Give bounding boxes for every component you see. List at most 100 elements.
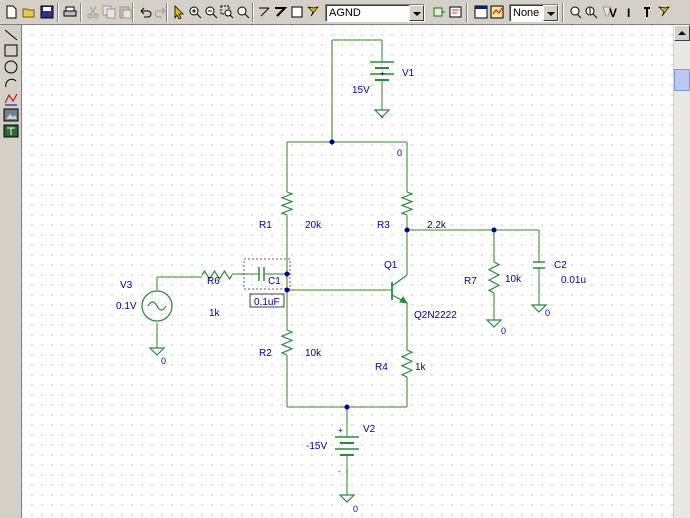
q1-collector xyxy=(391,274,408,287)
print-icon[interactable] xyxy=(61,3,79,21)
toolbar-separator xyxy=(466,3,468,22)
r6-reference[interactable]: R6 xyxy=(207,276,220,287)
r7-reference[interactable]: R7 xyxy=(464,276,477,287)
open-folder-icon[interactable] xyxy=(20,3,38,21)
r4-value[interactable]: 1k xyxy=(415,362,427,373)
help-icon[interactable] xyxy=(655,3,673,21)
place-picture-icon[interactable] xyxy=(3,107,19,123)
current-marker-icon[interactable]: I xyxy=(621,3,637,21)
copy-icon[interactable] xyxy=(100,3,118,21)
v3-ground-label: 0 xyxy=(161,356,166,366)
draw-polyline-icon[interactable] xyxy=(3,91,19,107)
zoom-in-icon[interactable] xyxy=(186,3,204,21)
undo-icon[interactable] xyxy=(136,3,154,21)
paste-icon[interactable] xyxy=(116,3,134,21)
junction-dot xyxy=(284,271,290,277)
r3-value[interactable]: 2.2k xyxy=(427,220,447,231)
r6-value[interactable]: 1k xyxy=(209,308,221,319)
zoom-fit-icon[interactable] xyxy=(234,3,252,21)
r2-reference[interactable]: R2 xyxy=(259,348,272,359)
r1-resistor-symbol xyxy=(280,191,294,216)
r6-resistor-symbol xyxy=(201,269,233,281)
c2-reference[interactable]: C2 xyxy=(554,260,567,271)
redo-icon[interactable] xyxy=(152,3,170,21)
wires xyxy=(156,39,540,495)
r4-reference[interactable]: R4 xyxy=(375,362,388,373)
r7-ground-label: 0 xyxy=(501,326,506,336)
draw-wire-icon[interactable] xyxy=(256,3,274,21)
cut-icon[interactable] xyxy=(84,3,102,21)
c2-ground-symbol xyxy=(530,304,548,313)
r1-value[interactable]: 20k xyxy=(305,220,322,231)
r3-reference[interactable]: R3 xyxy=(377,220,390,231)
schematic-drawing: V1 15V + - 0 R1 20k R3 2.2k R6 1k C1 0.1… xyxy=(116,39,586,514)
place-part-icon[interactable] xyxy=(430,3,448,21)
junction-dot xyxy=(329,139,335,145)
setup-analysis-icon[interactable] xyxy=(472,3,490,21)
draw-line-icon[interactable] xyxy=(3,27,19,43)
r4-resistor-symbol xyxy=(400,349,414,378)
pointer-arrow-icon[interactable] xyxy=(170,3,188,21)
zoom-out-icon[interactable] xyxy=(202,3,220,21)
scroll-up-button[interactable] xyxy=(674,25,690,41)
c1-selection-box xyxy=(243,258,291,290)
v3-value[interactable]: 0.1V xyxy=(116,301,137,312)
c1-value[interactable]: 0.1uF xyxy=(254,297,280,308)
draw-circle-icon[interactable] xyxy=(3,59,19,75)
toolbar-separator xyxy=(80,3,82,22)
draw-arc-icon[interactable] xyxy=(3,75,19,91)
svg-text:I: I xyxy=(627,6,630,19)
voltage-marker-icon[interactable]: V xyxy=(605,3,621,21)
toolbar-separator xyxy=(132,3,134,22)
v2-value[interactable]: -15V xyxy=(306,441,327,452)
svg-text:V: V xyxy=(609,6,617,19)
simulate-icon[interactable] xyxy=(488,3,506,21)
v1-ground-label: 0 xyxy=(397,148,402,158)
v3-ground-symbol xyxy=(148,347,166,356)
parts xyxy=(141,50,548,503)
c2-value[interactable]: 0.01u xyxy=(561,275,586,286)
probe-icon[interactable] xyxy=(566,3,584,21)
new-file-icon[interactable] xyxy=(2,3,20,21)
chevron-down-icon[interactable] xyxy=(409,5,424,21)
c1-reference[interactable]: C1 xyxy=(268,276,281,287)
toolbar-separator xyxy=(562,3,564,22)
toolbar-separator xyxy=(252,3,254,22)
zoom-area-icon[interactable] xyxy=(218,3,236,21)
v1-ground-symbol xyxy=(373,109,391,118)
power-marker-icon[interactable] xyxy=(637,3,653,21)
place-text-icon[interactable] xyxy=(3,123,19,139)
draw-rectangle-icon[interactable] xyxy=(3,43,19,59)
save-icon[interactable] xyxy=(38,3,56,21)
v2-ground-label: 0 xyxy=(353,504,358,514)
q1-reference[interactable]: Q1 xyxy=(384,260,398,271)
r7-value[interactable]: 10k xyxy=(505,274,522,285)
junctions xyxy=(284,139,497,410)
r2-value[interactable]: 10k xyxy=(305,348,322,359)
v3-reference[interactable]: V3 xyxy=(120,280,133,291)
c2-ground-label: 0 xyxy=(545,308,550,318)
get-part-icon[interactable] xyxy=(304,3,322,21)
zoom-level-select[interactable]: None xyxy=(509,4,559,22)
schematic-canvas[interactable]: V1 15V + - 0 R1 20k R3 2.2k R6 1k C1 0.1… xyxy=(22,25,673,518)
v2-reference[interactable]: V2 xyxy=(363,424,376,435)
edit-attributes-icon[interactable] xyxy=(447,3,465,21)
probe-marker-icon[interactable] xyxy=(582,3,600,21)
v3-ac-source-symbol xyxy=(141,290,173,322)
vertical-scrollbar[interactable] xyxy=(673,25,690,518)
zoom-level-value: None xyxy=(513,7,540,19)
v1-reference[interactable]: V1 xyxy=(402,68,415,79)
ground-net-select[interactable]: AGND xyxy=(325,4,425,22)
q1-value[interactable]: Q2N2222 xyxy=(414,310,457,321)
toolbar-separator xyxy=(57,3,59,22)
chevron-down-icon[interactable] xyxy=(543,5,558,21)
r1-reference[interactable]: R1 xyxy=(259,220,272,231)
draw-bus-icon[interactable] xyxy=(272,3,290,21)
r3-resistor-symbol xyxy=(400,191,414,216)
v1-value[interactable]: 15V xyxy=(352,85,370,96)
marker-icon[interactable] xyxy=(598,3,616,21)
scrollbar-thumb[interactable] xyxy=(674,69,690,91)
junction-dot xyxy=(284,287,290,293)
draw-block-icon[interactable] xyxy=(288,3,306,21)
v2-minus-pin: - xyxy=(338,467,341,476)
